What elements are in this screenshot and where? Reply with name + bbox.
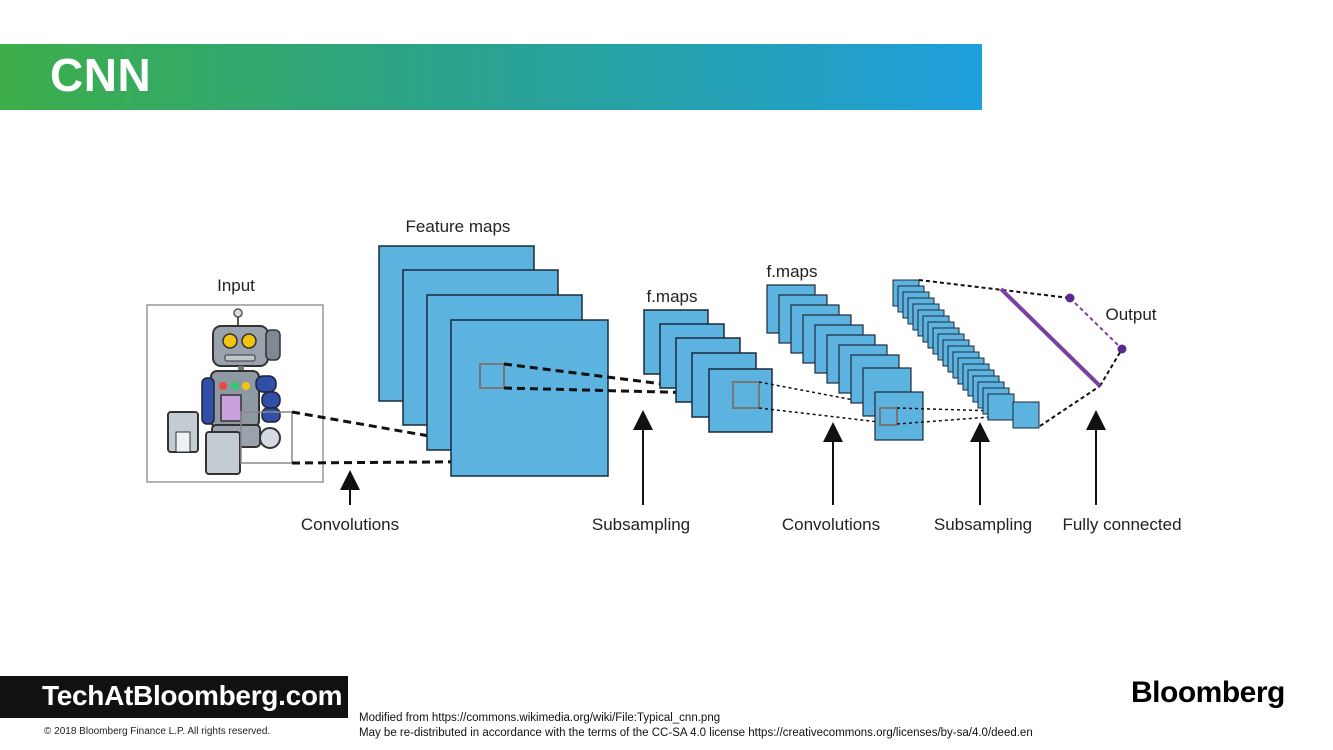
source-line-2: May be re-distributed in accordance with… xyxy=(359,727,1033,739)
brand-url: TechAtBloomberg.com xyxy=(42,680,343,711)
source-line-1: Modified from https://commons.wikimedia.… xyxy=(359,712,721,724)
slide-title: CNN xyxy=(50,49,152,101)
stage-label-subsampling-2: Subsampling xyxy=(934,515,1032,534)
label-f-maps-1: f.maps xyxy=(646,287,697,306)
f-maps-3 xyxy=(892,279,1040,429)
stage-arrows xyxy=(340,410,1106,505)
label-output: Output xyxy=(1105,305,1156,324)
bloomberg-logo: Bloomberg xyxy=(1131,676,1285,709)
robot-icon xyxy=(167,308,281,475)
output-node-1 xyxy=(1065,293,1075,303)
f-maps-1 xyxy=(643,309,773,433)
feature-maps xyxy=(378,245,609,477)
stage-label-fully-connected: Fully connected xyxy=(1062,515,1181,534)
copyright-text: © 2018 Bloomberg Finance L.P. All rights… xyxy=(44,726,271,737)
source-attribution: Modified from https://commons.wikimedia.… xyxy=(359,711,1033,741)
output-node-2 xyxy=(1117,344,1127,354)
label-f-maps-2: f.maps xyxy=(766,262,817,281)
stage-label-subsampling-1: Subsampling xyxy=(592,515,690,534)
stage-label-convolutions-1: Convolutions xyxy=(301,515,399,534)
title-bar: CNN xyxy=(0,44,982,110)
input-image xyxy=(146,304,324,483)
label-feature-maps: Feature maps xyxy=(406,217,511,236)
f-maps-2 xyxy=(766,284,924,441)
stage-label-convolutions-2: Convolutions xyxy=(782,515,880,534)
fully-connected-lines xyxy=(918,279,1127,427)
brand-box: TechAtBloomberg.com xyxy=(0,676,348,718)
label-input: Input xyxy=(217,276,255,295)
